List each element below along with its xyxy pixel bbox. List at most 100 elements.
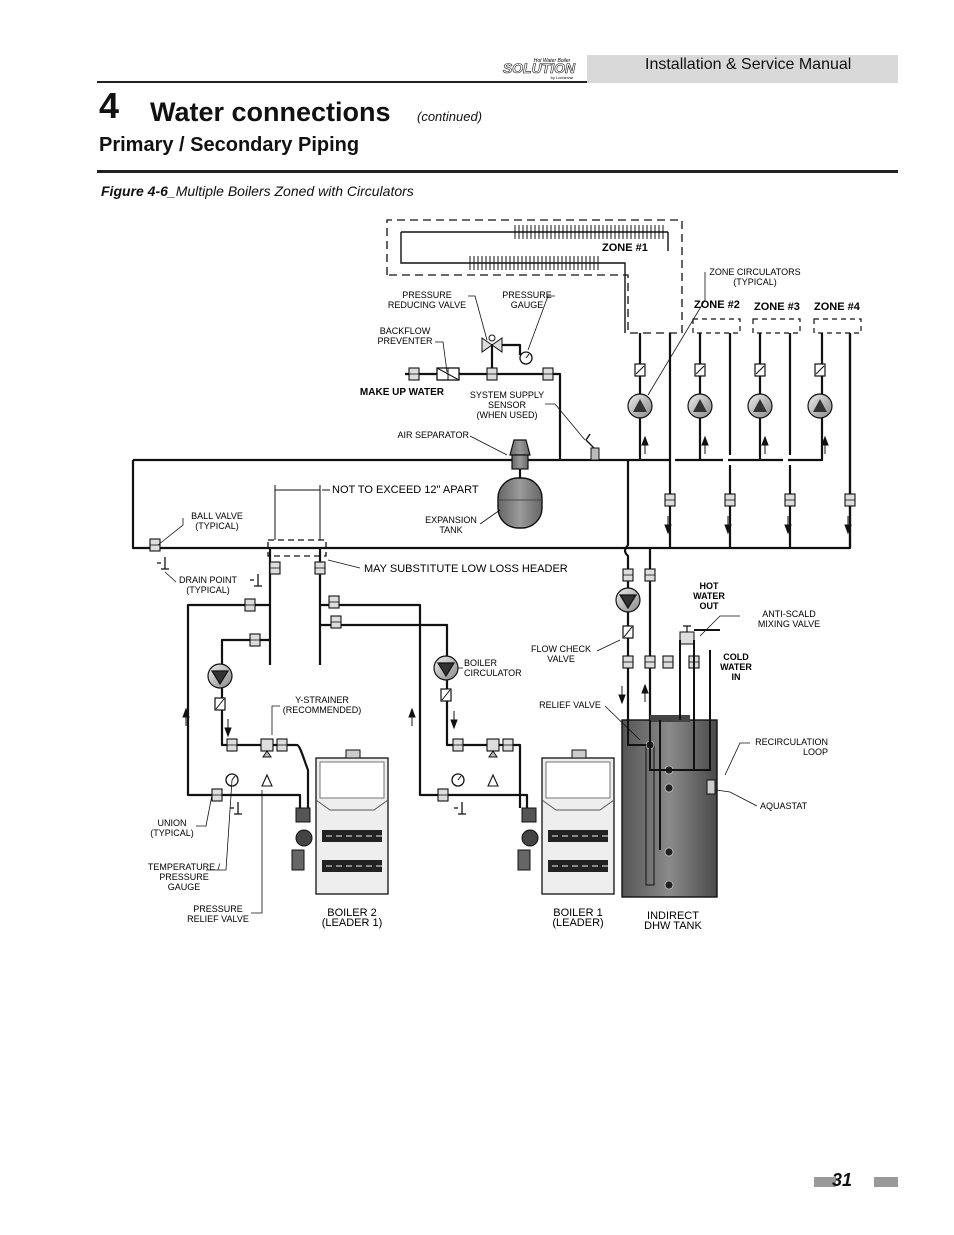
- union-valve-10: [226, 738, 238, 752]
- zone4-label: ZONE #4: [814, 301, 861, 313]
- zone1-label: ZONE #1: [602, 242, 648, 254]
- section-rule: [97, 170, 898, 173]
- union-valve-4: [269, 561, 281, 575]
- drain-valve-2: [230, 802, 242, 815]
- chapter-title: Water connections: [150, 97, 391, 127]
- anti-scald-mixing-valve: [679, 625, 695, 645]
- zone-circulator-2: [687, 363, 713, 419]
- flow-check-valve-0: [214, 697, 226, 711]
- drain-valve-3: [454, 802, 466, 815]
- zone-circulator-1: [627, 363, 653, 419]
- union-valve-17: [644, 568, 656, 582]
- flow-arrow-3: [821, 435, 829, 454]
- manual-title-bar: [587, 55, 898, 83]
- zone-circulator-3: [747, 363, 773, 419]
- boilers: [291, 749, 615, 895]
- backflow-preventer: [436, 367, 460, 381]
- aquastat-label: AQUASTAT: [760, 801, 808, 811]
- solution-logo: Hot Water Boiler SOLUTION by Lochinvar: [492, 55, 586, 81]
- union-valve-24: [784, 493, 796, 507]
- union-valve-16: [622, 568, 634, 582]
- union-label: UNION(TYPICAL): [150, 818, 194, 838]
- flow-arrow-12: [618, 686, 626, 705]
- flow-arrow-13: [641, 683, 649, 702]
- pressure-gauge: [519, 351, 533, 365]
- union-valve-22: [664, 493, 676, 507]
- flow-arrow-11: [450, 711, 458, 730]
- zone3-label: ZONE #3: [754, 301, 800, 313]
- flow-arrow-9: [408, 707, 416, 726]
- union-valve-14: [211, 788, 223, 802]
- union-valve-20: [662, 655, 674, 669]
- boiler-1: [517, 749, 615, 895]
- page-bar-left: [814, 1177, 836, 1187]
- page-bar-right: [874, 1177, 898, 1187]
- page-number: 31: [832, 1170, 853, 1190]
- flow-arrow-8: [182, 707, 190, 726]
- relief-valve-1: [487, 773, 499, 787]
- figure-caption-text: _Multiple Boilers Zoned with Circulators: [167, 183, 414, 199]
- union-valve-11: [276, 738, 288, 752]
- flow-check-valve-1: [440, 688, 452, 702]
- flow-arrow-2: [761, 435, 769, 454]
- union-valve-19: [644, 655, 656, 669]
- flow-arrow-1: [701, 435, 709, 454]
- manual-title: Installation & Service Manual: [645, 56, 852, 73]
- union-valve-9: [330, 615, 342, 629]
- expansion-tank: [497, 477, 543, 529]
- flow-arrow-0: [641, 435, 649, 454]
- zone1-fins: [469, 225, 664, 270]
- y-strainer-label: Y-STRAINER(RECOMMENDED): [283, 695, 362, 715]
- union-valve-7: [328, 595, 340, 609]
- air-separator-label: AIR SEPARATOR: [397, 430, 469, 440]
- zone2-label: ZONE #2: [694, 299, 740, 311]
- union-valve-1: [486, 367, 498, 381]
- drain-valve-1: [250, 574, 262, 587]
- ball-valve-label: BALL VALVE(TYPICAL): [191, 511, 243, 531]
- boiler1-label: BOILER 1(LEADER): [552, 907, 603, 929]
- union-valve-13: [502, 738, 514, 752]
- air-separator: [509, 439, 531, 470]
- leader-lines: [157, 272, 758, 914]
- header-width-dim: [274, 485, 330, 540]
- low-loss-header-label: MAY SUBSTITUTE LOW LOSS HEADER: [364, 563, 568, 575]
- chapter-continued: (continued): [417, 109, 483, 124]
- boiler-2: [291, 749, 389, 895]
- logo-tagline: Hot Water Boiler: [534, 58, 571, 64]
- flow-arrow-4: [664, 516, 672, 535]
- system-supply-sensor: [585, 433, 600, 461]
- union-valve-18: [622, 655, 634, 669]
- union-valve-25: [844, 493, 856, 507]
- zone1-dashed-box: [386, 219, 683, 334]
- header-rule: [97, 81, 587, 83]
- figure-number: Figure 4-6: [101, 183, 168, 199]
- flow-arrow-10: [224, 719, 232, 738]
- zone-circulators-label: ZONE CIRCULATORS(TYPICAL): [709, 267, 800, 287]
- chapter-number: 4: [99, 85, 120, 126]
- equipment-labels: BOILER 2(LEADER 1) BOILER 1(LEADER) INDI…: [322, 907, 703, 932]
- y-strainer-1: [486, 738, 500, 758]
- union-valve-6: [244, 598, 256, 612]
- logo-brand: by Lochinvar: [551, 75, 574, 80]
- zone-boxes: [692, 318, 862, 334]
- low-loss-header: [267, 539, 327, 557]
- logo-wordmark: SOLUTION: [503, 60, 576, 76]
- union-valve-12: [452, 738, 464, 752]
- union-valve-0: [408, 367, 420, 381]
- boiler-circulators: [207, 587, 641, 689]
- zone-circulator-4: [807, 363, 833, 419]
